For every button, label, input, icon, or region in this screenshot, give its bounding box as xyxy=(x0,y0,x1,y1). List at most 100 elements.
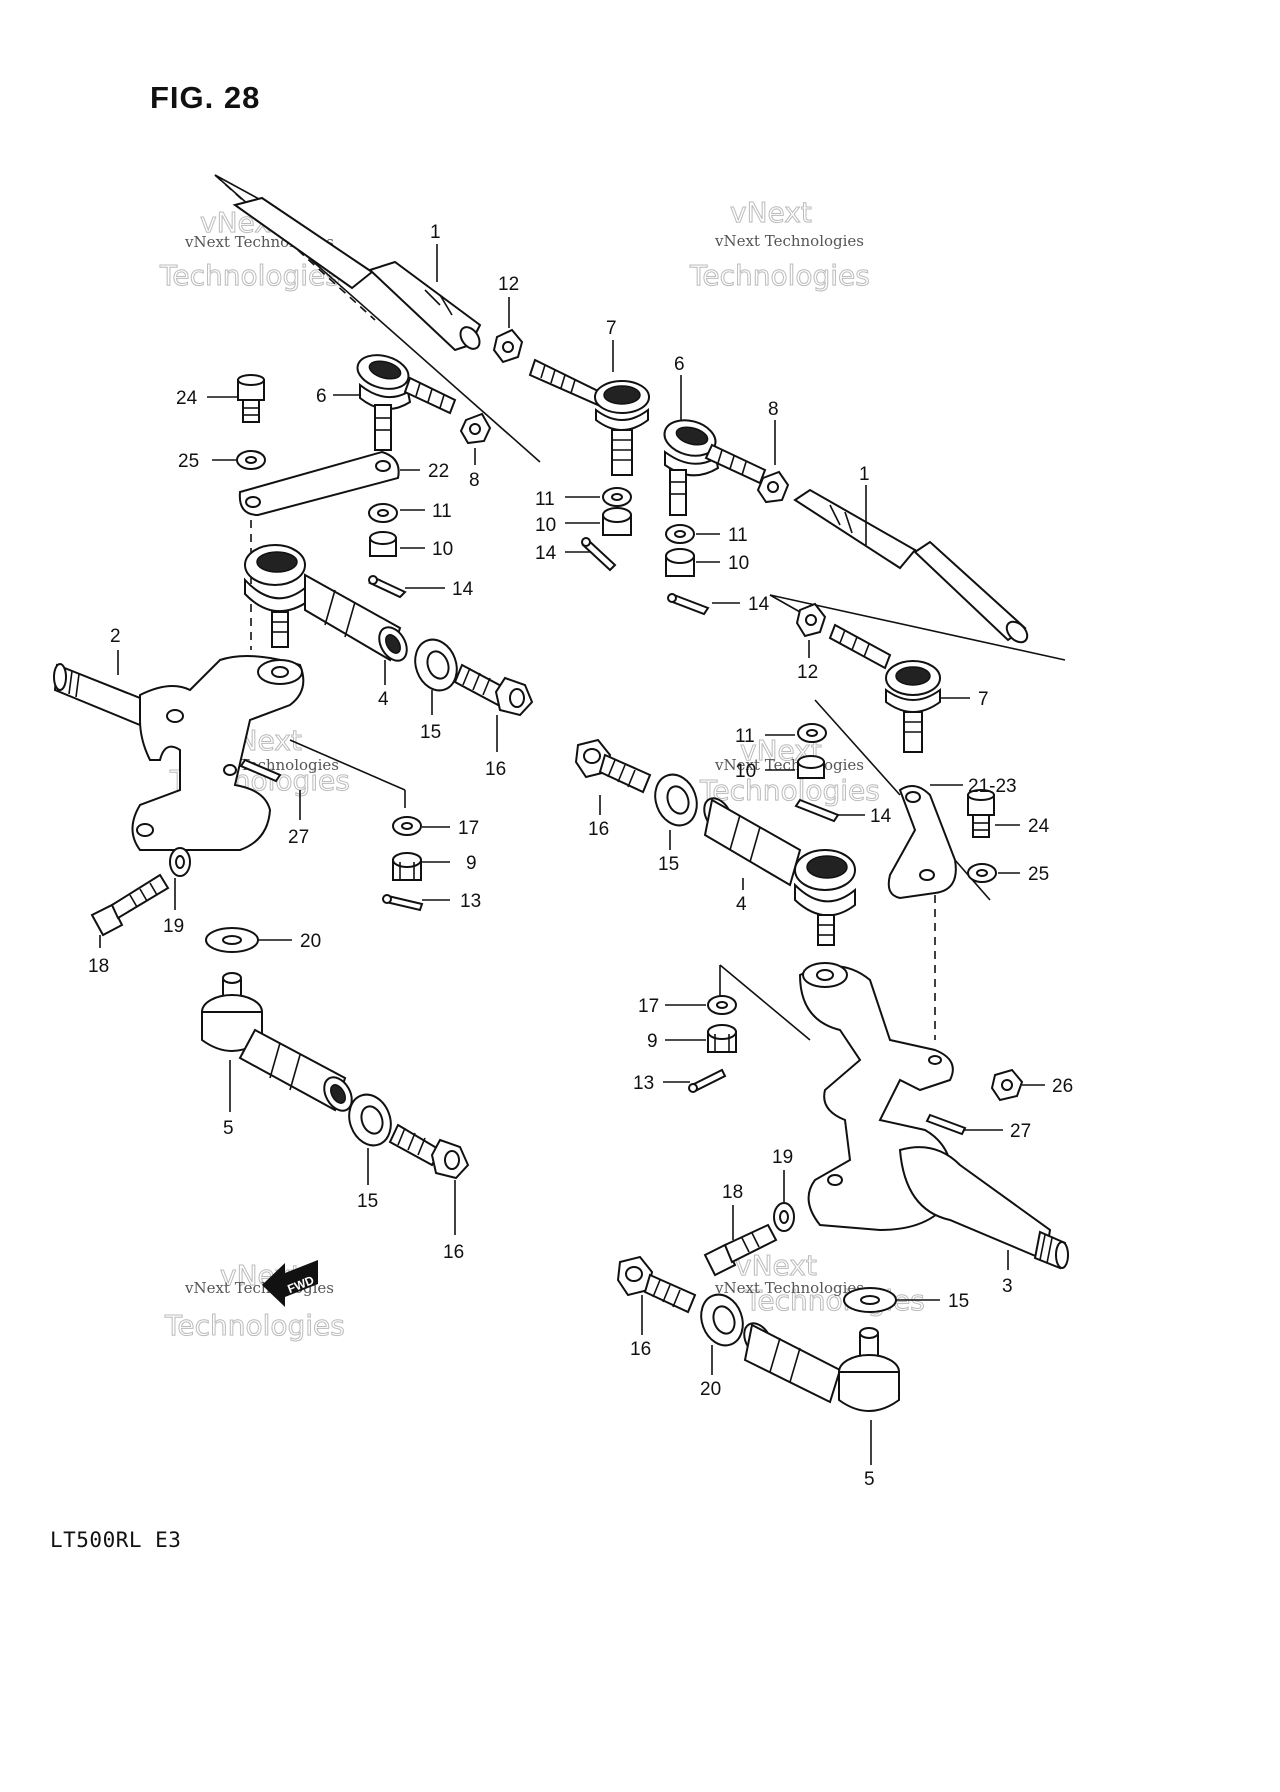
tie-rod-end-5-left xyxy=(201,972,353,1112)
svg-text:vNext Technologies: vNext Technologies xyxy=(714,232,864,250)
callout-11-left: 11 xyxy=(432,501,452,522)
bolt-24-left xyxy=(237,374,265,423)
cotter-pin-14-right xyxy=(667,593,710,616)
watermark-bottom-right: Technologies vNext vNext Technologies xyxy=(714,1249,925,1318)
callout-1-right: 1 xyxy=(859,464,870,485)
callout-11-mid-right: 11 xyxy=(735,726,755,747)
callout-6-left: 6 xyxy=(316,386,327,407)
callout-19-right: 19 xyxy=(772,1147,793,1168)
tie-rod-end-6-left xyxy=(356,354,457,451)
svg-text:Technologies: Technologies xyxy=(159,259,340,292)
callout-4-right: 4 xyxy=(736,894,747,915)
callout-18-right: 18 xyxy=(722,1182,743,1203)
steering-knuckle-2-left xyxy=(53,655,305,851)
tie-rod-left xyxy=(232,196,482,352)
watermark-bottom-left: Technologies vNext vNext Technologies xyxy=(164,1259,346,1343)
align-line-right-plate xyxy=(814,699,901,796)
pitman-plate-22 xyxy=(238,450,400,517)
washer-20-left xyxy=(205,927,259,953)
callout-4-left: 4 xyxy=(378,689,389,710)
castle-nut-9-left xyxy=(392,852,422,881)
callout-1-left: 1 xyxy=(430,222,441,243)
callout-16-left-lower: 16 xyxy=(443,1242,464,1263)
nut-12-right xyxy=(795,602,827,638)
callout-10-center: 10 xyxy=(535,515,556,536)
callout-15-left-upper: 15 xyxy=(420,722,441,743)
callout-11-right: 11 xyxy=(728,525,748,546)
svg-text:vNext Technologies: vNext Technologies xyxy=(714,1279,864,1297)
callout-14-mid-right: 14 xyxy=(870,806,892,827)
callout-7-right: 7 xyxy=(978,689,989,710)
svg-text:vNext Technologies: vNext Technologies xyxy=(714,756,864,774)
cotter-pin-14-left xyxy=(368,575,407,599)
callout-24-left: 24 xyxy=(176,388,198,409)
callout-14-left: 14 xyxy=(452,579,474,600)
callout-16-left-upper: 16 xyxy=(485,759,506,780)
svg-text:Technologies: Technologies xyxy=(699,774,880,807)
washer-20-right xyxy=(843,1287,897,1313)
bushing-15-right-lower xyxy=(700,1293,744,1347)
callout-8-right: 8 xyxy=(768,399,779,420)
washer-25-left xyxy=(236,450,266,470)
pitman-plate-21-23 xyxy=(887,785,957,900)
callout-5-left: 5 xyxy=(223,1118,234,1139)
callout-14-center: 14 xyxy=(535,543,557,564)
callout-9-right: 9 xyxy=(647,1031,658,1052)
bolt-18-right xyxy=(703,1223,778,1277)
watermark-top-right: Technologies vNext vNext Technologies xyxy=(689,196,871,293)
callout-14-right: 14 xyxy=(748,594,770,615)
callout-20-right: 15 xyxy=(948,1291,969,1312)
washer-17-right xyxy=(707,995,737,1015)
bushing-15-left-upper xyxy=(414,638,458,692)
callout-16-right-lower: 16 xyxy=(630,1339,651,1360)
callout-10-left: 10 xyxy=(432,539,453,560)
callout-20-left: 20 xyxy=(300,931,321,952)
callout-25-left: 25 xyxy=(178,451,199,472)
cotter-pin-14-mid-right xyxy=(794,798,840,823)
callout-15-right-lower: 20 xyxy=(700,1379,721,1400)
castle-nut-10-center xyxy=(602,507,632,536)
castle-nut-10-left xyxy=(369,531,397,557)
tie-rod-end-7-right xyxy=(828,623,941,753)
leader-lines xyxy=(99,244,1045,1465)
callout-7-left: 7 xyxy=(606,318,617,339)
castle-nut-10-mid-right xyxy=(797,755,825,779)
nut-26-right xyxy=(990,1068,1024,1102)
callout-27-left: 27 xyxy=(288,827,309,848)
callout-5-right: 5 xyxy=(864,1469,875,1490)
cotter-pin-27-left xyxy=(239,758,282,783)
cotter-pin-14-center xyxy=(581,537,617,572)
callout-13-left: 13 xyxy=(460,891,481,912)
callout-2: 2 xyxy=(110,626,121,647)
callout-16-right-upper: 16 xyxy=(588,819,609,840)
tie-rod-right xyxy=(793,488,1029,644)
washer-25-right xyxy=(967,863,997,883)
washer-11-mid-right xyxy=(797,723,827,743)
callout-13-right: 13 xyxy=(633,1073,654,1094)
callout-15-right-upper: 15 xyxy=(658,854,679,875)
svg-text:Technologies: Technologies xyxy=(689,259,870,292)
steering-knuckle-3-right xyxy=(719,962,1069,1270)
bolt-18-left xyxy=(90,873,170,937)
washer-19-right xyxy=(773,1202,795,1232)
callout-25-right: 25 xyxy=(1028,864,1049,885)
tie-rod-end-4-left xyxy=(244,544,408,662)
tie-rod-end-7-left xyxy=(528,358,650,476)
bolt-16-right-upper xyxy=(574,738,652,794)
washer-11-center xyxy=(602,487,632,507)
figure-title: FIG. 28 xyxy=(150,80,261,115)
callout-labels: 1 12 7 24 6 25 22 8 11 10 14 2 4 15 16 2… xyxy=(88,222,1073,1490)
callout-27-right: 27 xyxy=(1010,1121,1031,1142)
cotter-pin-13-left xyxy=(382,894,424,912)
tie-rod-end-6-right xyxy=(663,419,767,516)
svg-text:Technologies: Technologies xyxy=(164,1309,345,1342)
callout-8-left: 8 xyxy=(469,470,480,491)
bolt-24-right xyxy=(967,789,995,838)
castle-nut-10-right xyxy=(665,548,695,577)
tie-rod-end-4-right xyxy=(703,797,856,946)
callout-10-mid-right: 10 xyxy=(735,761,756,782)
cotter-pin-13-right xyxy=(688,1068,727,1093)
nut-8-right xyxy=(756,470,790,504)
